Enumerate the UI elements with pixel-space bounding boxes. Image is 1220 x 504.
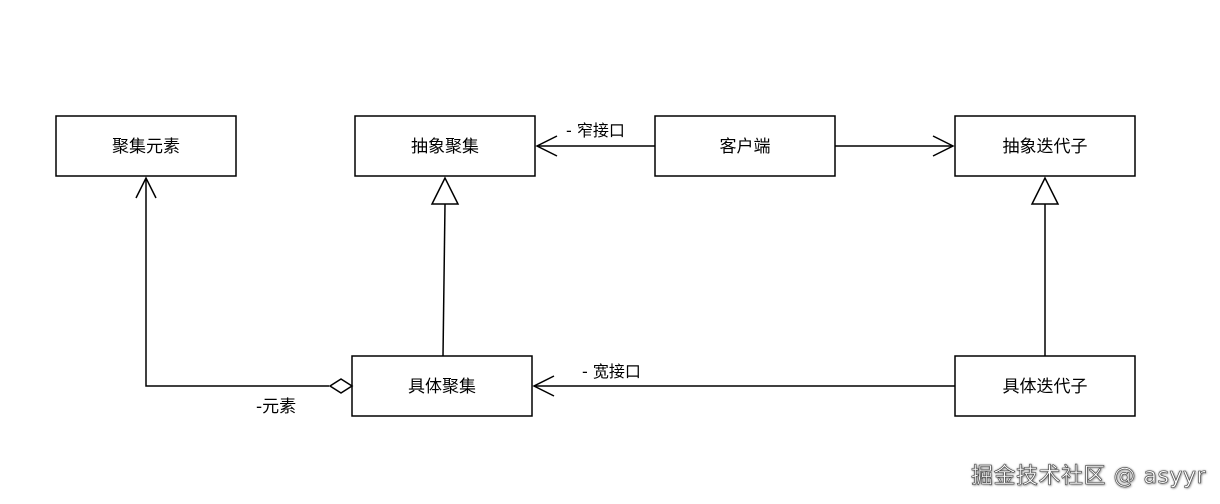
open-arrow-head-icon (932, 135, 955, 157)
node-label-client: 客户端 (720, 137, 771, 157)
edge-concrete-aggregate-inherits-abstract-aggregate[interactable] (430, 176, 460, 357)
node-label-concrete-iterator: 具体迭代子 (1003, 377, 1088, 397)
node-abstract-iterator[interactable]: 抽象迭代子 (954, 115, 1136, 177)
edge-client-to-abstract-iterator[interactable] (835, 135, 955, 157)
node-client[interactable]: 客户端 (654, 115, 836, 177)
node-label-abstract-aggregate: 抽象聚集 (411, 137, 479, 157)
node-concrete-iterator[interactable]: 具体迭代子 (954, 355, 1136, 417)
open-arrow-head-icon (532, 375, 555, 397)
edge-client-to-abstract-aggregate[interactable] (535, 135, 655, 157)
node-label-abstract-iterator: 抽象迭代子 (1003, 137, 1088, 157)
node-label-aggregate-element: 聚集元素 (112, 137, 180, 157)
edge-label-element-role: -元素 (256, 397, 296, 417)
aggregation-diamond-icon (328, 378, 354, 394)
open-arrow-head-icon (535, 135, 558, 157)
edge-label-wide-interface: - 宽接口 (582, 362, 641, 381)
node-concrete-aggregate[interactable]: 具体聚集 (351, 355, 533, 417)
node-aggregate-element[interactable]: 聚集元素 (55, 115, 237, 177)
edge-concrete-iterator-inherits-abstract-iterator[interactable] (1030, 176, 1060, 356)
inheritance-triangle-icon (1030, 176, 1060, 205)
open-arrow-head-icon (135, 176, 157, 199)
watermark: 掘金技术社区 @ asyyr (970, 464, 1206, 490)
node-abstract-aggregate[interactable]: 抽象聚集 (354, 115, 536, 177)
edge-concrete-aggregate-aggregates-element[interactable] (135, 176, 354, 394)
inheritance-triangle-icon (430, 176, 460, 205)
edge-label-narrow-interface: - 窄接口 (566, 121, 625, 140)
node-label-concrete-aggregate: 具体聚集 (408, 377, 476, 397)
edge-concrete-iterator-to-concrete-aggregate[interactable] (532, 375, 955, 397)
